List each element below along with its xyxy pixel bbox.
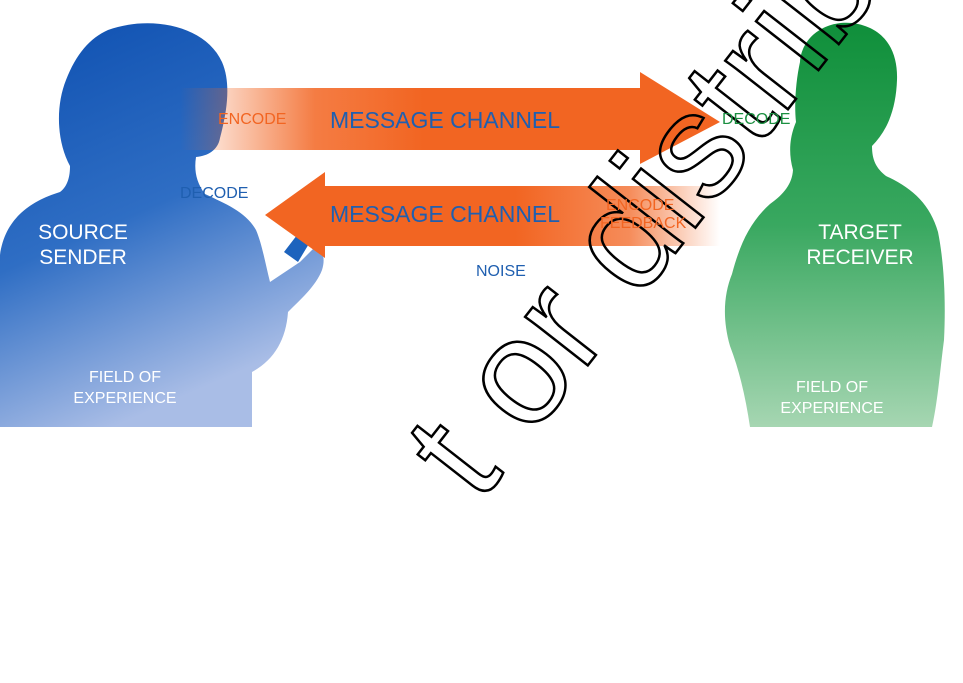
top-arrow xyxy=(180,72,720,164)
bottom-encode-line1: ENCODE xyxy=(606,197,675,214)
sender-name-line2: SENDER xyxy=(39,246,127,270)
noise-label: NOISE xyxy=(476,263,526,280)
bottom-channel-label: MESSAGE CHANNEL xyxy=(330,201,561,227)
sender-silhouette xyxy=(0,23,324,427)
top-decode-label: DECODE xyxy=(722,111,791,128)
receiver-field-line2: EXPERIENCE xyxy=(780,399,884,417)
bottom-encode-feedback-label: ENCODE FEEDBACK xyxy=(600,197,686,234)
sender-field-line2: EXPERIENCE xyxy=(73,389,177,407)
bottom-decode-label: DECODE xyxy=(180,185,249,202)
receiver-field-of-experience: FIELD OF EXPERIENCE xyxy=(757,378,907,420)
receiver-label: TARGET RECEIVER xyxy=(790,220,930,270)
receiver-name-line2: RECEIVER xyxy=(806,246,914,270)
communication-diagram: t or distribu SOURCE SENDER FIELD OF EXP… xyxy=(0,0,962,526)
top-encode-label: ENCODE xyxy=(218,111,287,128)
bottom-encode-line2: FEEDBACK xyxy=(600,215,687,233)
sender-name-line1: SOURCE xyxy=(38,221,128,244)
receiver-field-line1: FIELD OF xyxy=(795,379,868,396)
sender-label: SOURCE SENDER xyxy=(18,220,148,270)
bottom-arrow xyxy=(265,172,720,258)
receiver-silhouette xyxy=(724,22,945,427)
top-channel-label: MESSAGE CHANNEL xyxy=(330,107,561,133)
diagram-graphics xyxy=(0,22,945,427)
sender-field-of-experience: FIELD OF EXPERIENCE xyxy=(50,368,200,410)
sender-field-line1: FIELD OF xyxy=(88,369,161,386)
receiver-name-line1: TARGET xyxy=(818,221,902,244)
